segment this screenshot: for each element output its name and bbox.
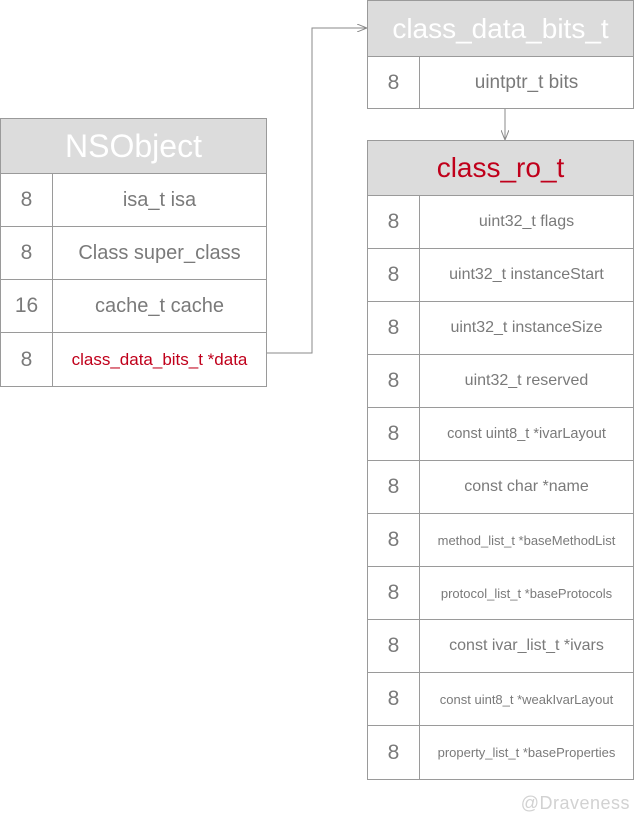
class-ro-struct: class_ro_t 8 uint32_t flags 8 uint32_t i… xyxy=(367,140,634,780)
data-pointer-arrow xyxy=(267,28,366,354)
table-row: 8 protocol_list_t *baseProtocols xyxy=(368,567,633,620)
field-name: uint32_t flags xyxy=(478,213,575,230)
field-size: 8 xyxy=(1,227,53,279)
field-name: const char *name xyxy=(464,478,589,495)
field-name: uint32_t instanceSize xyxy=(450,319,603,336)
field-name: uintptr_t bits xyxy=(474,71,579,93)
field-size: 8 xyxy=(368,620,420,672)
table-row: 8 const ivar_list_t *ivars xyxy=(368,620,633,673)
field-size: 8 xyxy=(368,57,420,108)
watermark: @Draveness xyxy=(520,793,630,813)
table-row: 8 uint32_t instanceStart xyxy=(368,249,633,302)
data-pointer-field: class_data_bits_t *data xyxy=(71,349,248,369)
table-row: 8 uint32_t reserved xyxy=(368,355,633,408)
field-size: 8 xyxy=(368,673,420,725)
field-name: uint32_t instanceStart xyxy=(449,266,604,283)
table-row: 8 Class super_class xyxy=(1,227,266,280)
table-row: 8 uint32_t instanceSize xyxy=(368,302,633,355)
field-name: const ivar_list_t *ivars xyxy=(449,637,604,654)
field-name: uint32_t reserved xyxy=(464,372,589,389)
field-name: const uint8_t *ivarLayout xyxy=(447,426,606,442)
table-row: 8 property_list_t *baseProperties xyxy=(368,726,633,779)
field-size: 8 xyxy=(368,355,420,407)
field-size: 8 xyxy=(368,249,420,301)
field-name: Class super_class xyxy=(78,241,241,264)
table-row: 8 method_list_t *baseMethodList xyxy=(368,514,633,567)
table-row: 8 const uint8_t *weakIvarLayout xyxy=(368,673,633,726)
field-size: 8 xyxy=(1,174,53,226)
table-row: 16 cache_t cache xyxy=(1,280,266,333)
nsobject-struct: NSObject 8 isa_t isa 8 Class super_class… xyxy=(0,118,267,387)
field-name: const uint8_t *weakIvarLayout xyxy=(439,691,614,707)
field-size: 8 xyxy=(368,408,420,460)
class-ro-title: class_ro_t xyxy=(368,141,633,196)
field-size: 8 xyxy=(368,514,420,566)
class-data-bits-struct: class_data_bits_t 8 uintptr_t bits xyxy=(367,0,634,109)
field-name: cache_t cache xyxy=(95,294,224,317)
field-name: property_list_t *baseProperties xyxy=(437,745,616,760)
table-row: 8 const uint8_t *ivarLayout xyxy=(368,408,633,461)
table-row: 8 uint32_t flags xyxy=(368,196,633,249)
field-name: protocol_list_t *baseProtocols xyxy=(440,585,613,601)
field-name: method_list_t *baseMethodList xyxy=(437,532,616,548)
field-size: 8 xyxy=(368,726,420,779)
field-size: 16 xyxy=(1,280,53,332)
class-data-bits-title: class_data_bits_t xyxy=(368,1,633,57)
field-size: 8 xyxy=(368,567,420,619)
field-size: 8 xyxy=(1,333,53,386)
nsobject-title: NSObject xyxy=(1,119,266,174)
field-size: 8 xyxy=(368,461,420,513)
table-row: 8 isa_t isa xyxy=(1,174,266,227)
table-row: 8 uintptr_t bits xyxy=(368,57,633,108)
table-row: 8 const char *name xyxy=(368,461,633,514)
table-row: 8 class_data_bits_t *data xyxy=(1,333,266,386)
field-size: 8 xyxy=(368,196,420,248)
field-name: isa_t isa xyxy=(122,188,197,211)
field-size: 8 xyxy=(368,302,420,354)
